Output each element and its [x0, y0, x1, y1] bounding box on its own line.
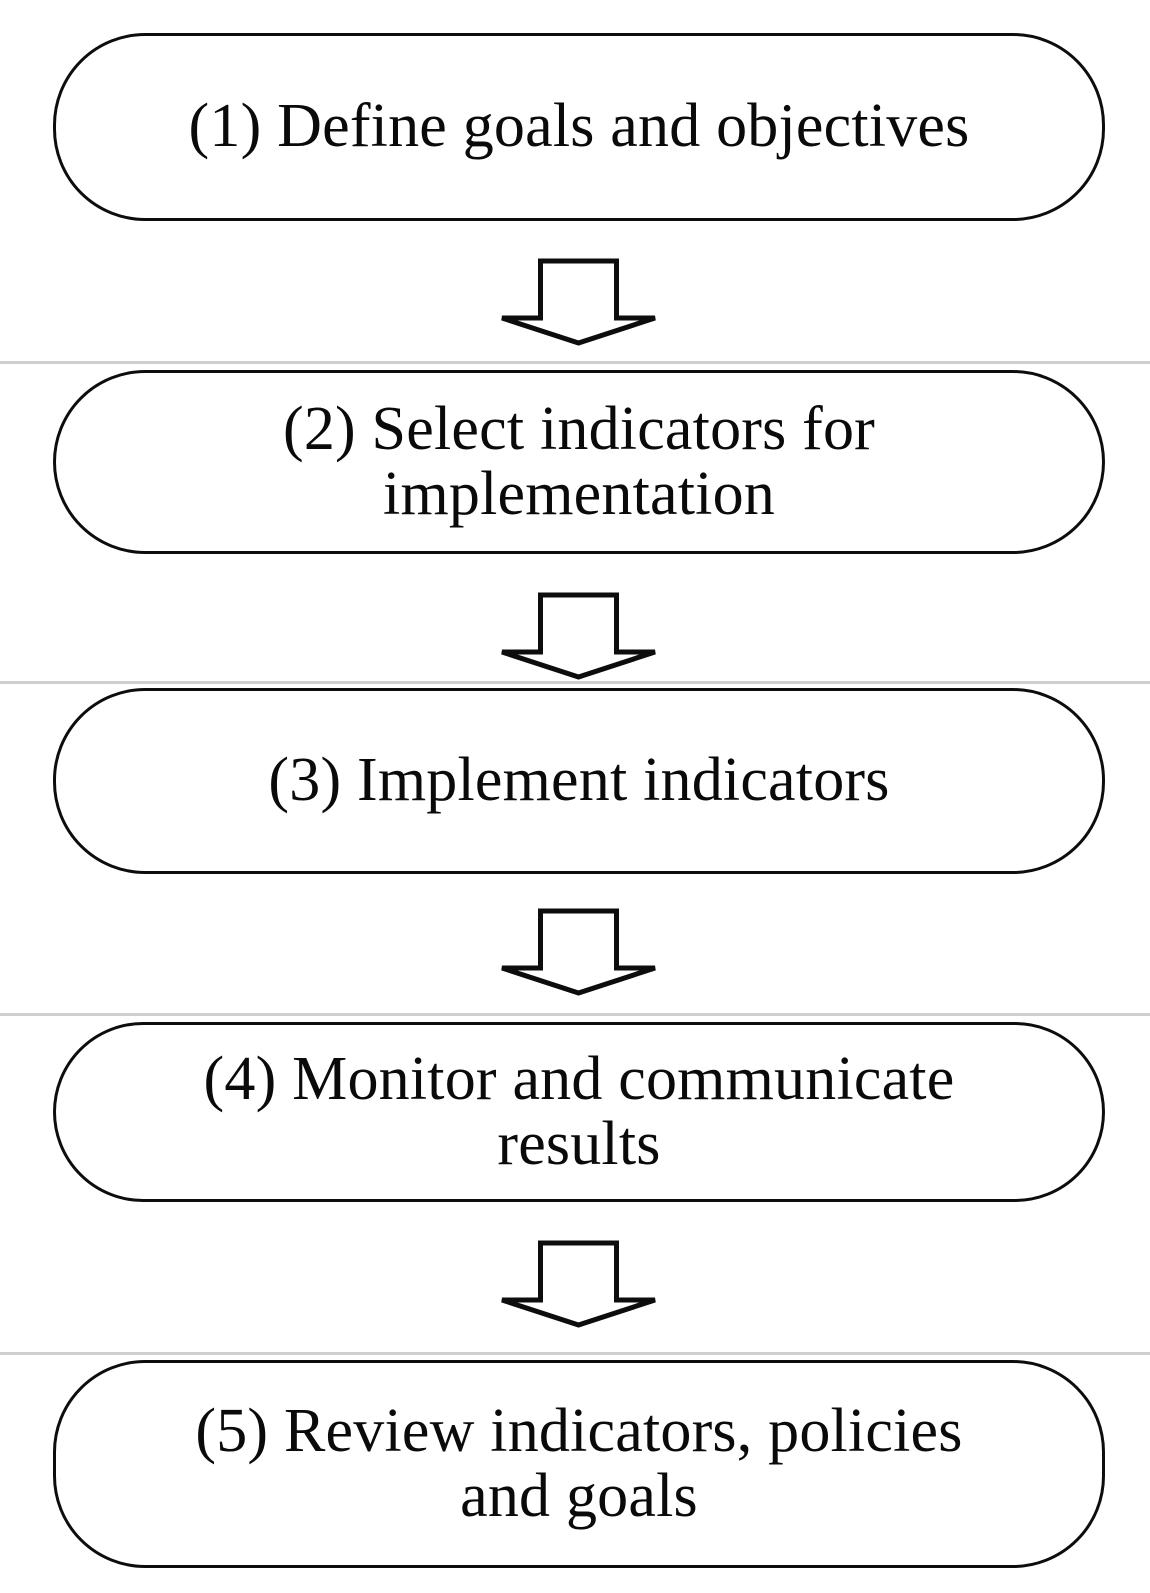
scan-artifact-line [0, 361, 1150, 364]
scan-artifact-line [0, 1013, 1150, 1016]
flow-node-step-5: (5) Review indicators, policies and goal… [53, 1360, 1105, 1568]
flow-node-label: (5) Review indicators, policies and goal… [195, 1396, 963, 1530]
down-block-arrow-icon [501, 908, 656, 996]
flow-node-step-2: (2) Select indicators for implementation [53, 370, 1105, 554]
flow-node-label: (1) Define goals and objectives [188, 92, 970, 161]
scan-artifact-line [0, 1352, 1150, 1355]
flow-arrow-step-1-to-step-2 [497, 258, 660, 346]
flow-node-step-4: (4) Monitor and communicate results [53, 1022, 1105, 1202]
down-block-arrow-icon [501, 1240, 656, 1328]
flow-arrow-step-4-to-step-5 [497, 1240, 660, 1328]
flow-node-label: (4) Monitor and communicate results [203, 1044, 955, 1178]
flow-arrow-step-2-to-step-3 [497, 592, 660, 680]
flow-node-label: (2) Select indicators for implementation [282, 394, 876, 528]
flow-node-label: (3) Implement indicators [268, 746, 890, 815]
down-block-arrow-icon [501, 592, 656, 680]
scan-artifact-line [0, 681, 1150, 684]
flow-node-step-1: (1) Define goals and objectives [53, 33, 1105, 221]
flow-arrow-step-3-to-step-4 [497, 908, 660, 996]
down-block-arrow-icon [501, 258, 656, 346]
flow-node-step-3: (3) Implement indicators [53, 688, 1105, 874]
